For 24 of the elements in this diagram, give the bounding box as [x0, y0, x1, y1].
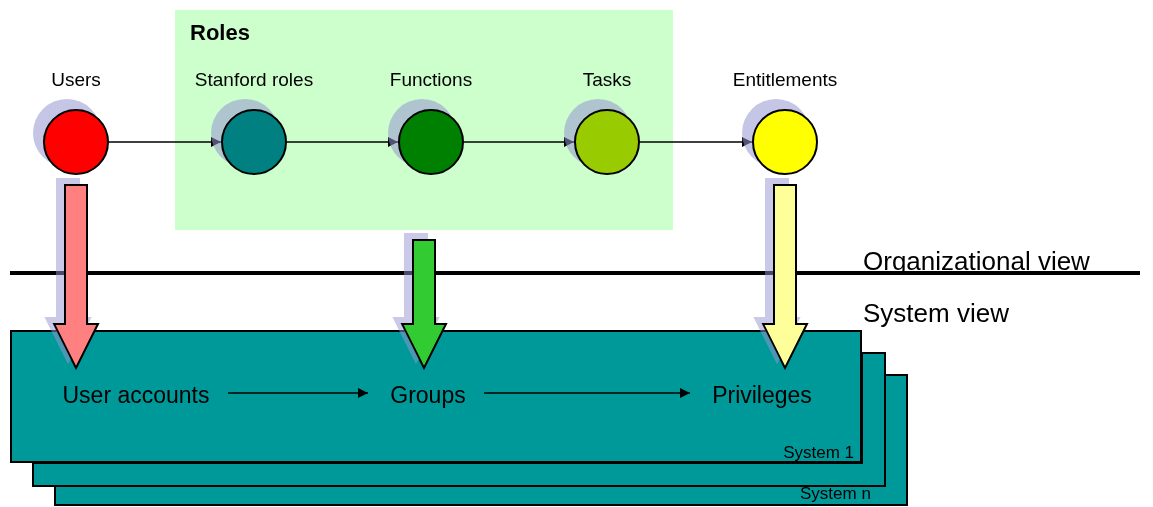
arrow [463, 137, 575, 147]
circle-label: Entitlements [732, 69, 838, 91]
arrow [639, 137, 753, 147]
circle-label: Tasks [582, 69, 632, 91]
card-label: System n [800, 484, 871, 504]
arrow [483, 388, 691, 398]
arrow [286, 137, 399, 147]
arrow [227, 388, 369, 398]
block-arrow [400, 239, 448, 371]
block-arrow [52, 184, 100, 371]
arrow [108, 137, 222, 147]
block-arrow [761, 184, 809, 371]
roles-panel [175, 10, 673, 230]
view-label: System view [863, 299, 1009, 329]
circle-label: Functions [389, 69, 473, 91]
card-label: System 1 [783, 443, 854, 463]
circle-label: Stanford roles [194, 69, 314, 91]
panel-title: Roles [190, 20, 250, 46]
view-label: Organizational view [863, 247, 1090, 277]
node-label: Groups [390, 381, 466, 409]
node-label: Privileges [712, 381, 812, 409]
circle-label: Users [51, 69, 101, 91]
node-label: User accounts [62, 381, 210, 409]
system-card [10, 330, 862, 463]
